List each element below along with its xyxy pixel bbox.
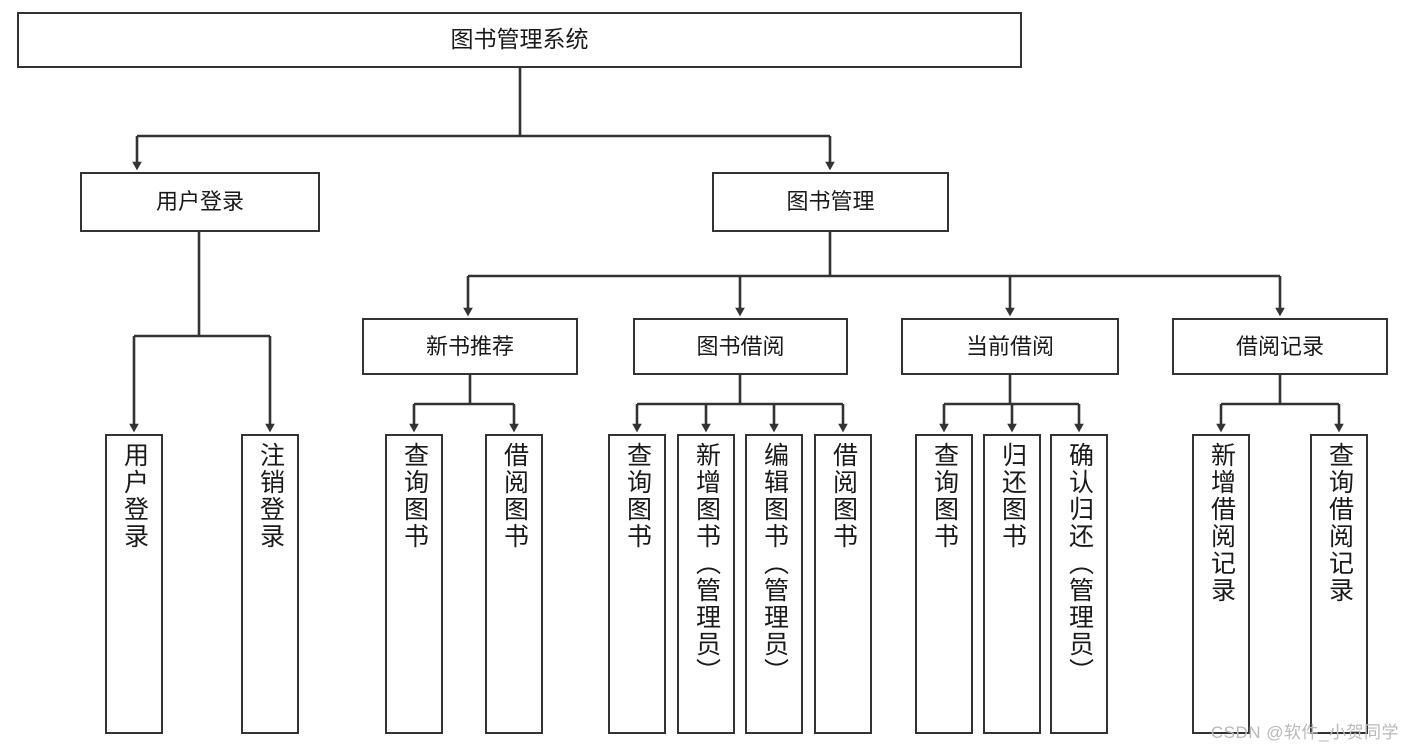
leaf-return-books[interactable]: 归还图书 xyxy=(983,434,1041,734)
node-label: 借阅记录 xyxy=(1235,333,1324,359)
node-label: 借阅图书 xyxy=(500,442,529,550)
node-label: 注销登录 xyxy=(256,442,285,550)
node-current-borrowing[interactable]: 当前借阅 xyxy=(901,318,1119,375)
node-label: 借阅图书 xyxy=(829,442,858,550)
leaf-edit-book-admin[interactable]: 编辑图书（管理员） xyxy=(745,434,803,734)
node-label: 确认归还（管理员） xyxy=(1065,442,1094,685)
leaf-query-books-current[interactable]: 查询图书 xyxy=(915,434,973,734)
node-label: 当前借阅 xyxy=(965,333,1054,359)
node-label: 图书管理系统 xyxy=(450,26,589,53)
node-label: 图书借阅 xyxy=(696,333,785,359)
node-label: 编辑图书（管理员） xyxy=(760,442,789,685)
node-label: 查询图书 xyxy=(623,442,652,550)
node-label: 新增借阅记录 xyxy=(1207,442,1236,604)
node-label: 新增图书（管理员） xyxy=(692,442,721,685)
leaf-user-login[interactable]: 用户登录 xyxy=(105,434,163,734)
leaf-query-books-recommend[interactable]: 查询图书 xyxy=(385,434,443,734)
node-book-management[interactable]: 图书管理 xyxy=(712,172,949,232)
node-borrowing-records[interactable]: 借阅记录 xyxy=(1172,318,1388,375)
node-label: 图书管理 xyxy=(786,189,875,215)
leaf-query-borrow-record[interactable]: 查询借阅记录 xyxy=(1310,434,1368,734)
node-user-login[interactable]: 用户登录 xyxy=(80,172,320,232)
node-root-library-management-system[interactable]: 图书管理系统 xyxy=(17,12,1022,68)
node-label: 新书推荐 xyxy=(425,333,514,359)
leaf-query-books-borrow[interactable]: 查询图书 xyxy=(608,434,666,734)
leaf-add-borrow-record[interactable]: 新增借阅记录 xyxy=(1192,434,1250,734)
node-label: 用户登录 xyxy=(120,442,149,550)
node-label: 用户登录 xyxy=(155,189,244,215)
leaf-borrow-books[interactable]: 借阅图书 xyxy=(814,434,872,734)
csdn-watermark: CSDN @软件_小贺同学 xyxy=(1210,723,1399,742)
leaf-borrow-books-recommend[interactable]: 借阅图书 xyxy=(485,434,543,734)
node-new-book-recommendation[interactable]: 新书推荐 xyxy=(362,318,578,375)
node-label: 查询图书 xyxy=(930,442,959,550)
node-label: 归还图书 xyxy=(998,442,1027,550)
leaf-confirm-return-admin[interactable]: 确认归还（管理员） xyxy=(1050,434,1108,734)
leaf-logout[interactable]: 注销登录 xyxy=(241,434,299,734)
node-book-borrowing[interactable]: 图书借阅 xyxy=(633,318,848,375)
node-label: 查询借阅记录 xyxy=(1325,442,1354,604)
node-label: 查询图书 xyxy=(400,442,429,550)
leaf-add-book-admin[interactable]: 新增图书（管理员） xyxy=(677,434,735,734)
